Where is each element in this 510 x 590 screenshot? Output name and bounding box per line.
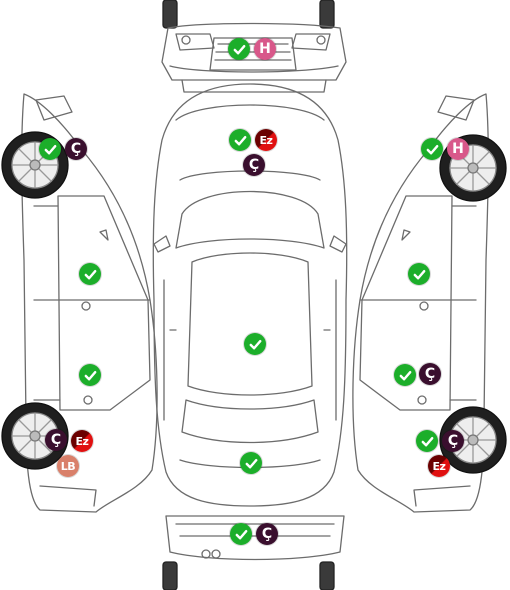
left-rear-door-ok-check-icon[interactable] [79,364,101,386]
left-side-view-outline [21,93,158,513]
right-rear-fender-c-badge[interactable]: Ç [442,430,464,452]
right-rear-door-c-badge[interactable]: Ç [419,363,441,385]
right-rear-fender-ez-badge[interactable]: Ez [428,455,450,477]
rear-bumper-c-badge[interactable]: Ç [256,523,278,545]
right-front-fender-h-badge[interactable]: H [447,138,469,160]
left-rear-fender-lb-badge[interactable]: LB [57,455,79,477]
hood-c-badge[interactable]: Ç [243,154,265,176]
left-front-door-ok-check-icon[interactable] [79,263,101,285]
hood-ez-badge[interactable]: Ez [255,129,277,151]
right-front-door-ok-check-icon[interactable] [408,263,430,285]
trunk-ok-check-icon[interactable] [240,452,262,474]
right-rear-fender-ok-check-icon[interactable] [416,430,438,452]
left-rear-fender-c-badge[interactable]: Ç [45,429,67,451]
right-rear-wheel [439,406,507,474]
right-front-fender-ok-check-icon[interactable] [421,138,443,160]
hood-ok-check-icon[interactable] [229,129,251,151]
rear-bumper-ok-check-icon[interactable] [230,523,252,545]
right-rear-door-ok-check-icon[interactable] [394,364,416,386]
right-side-view-outline [352,93,489,513]
left-rear-fender-ez-badge[interactable]: Ez [71,430,93,452]
rear-view-outline [162,515,345,590]
left-rear-wheel [1,402,69,470]
left-front-fender-ok-check-icon[interactable] [39,138,61,160]
top-view-outline [152,83,348,507]
front-bumper-ok-check-icon[interactable] [228,38,250,60]
left-front-fender-c-badge[interactable]: Ç [65,138,87,160]
front-bumper-h-badge[interactable]: H [254,38,276,60]
roof-ok-check-icon[interactable] [244,333,266,355]
